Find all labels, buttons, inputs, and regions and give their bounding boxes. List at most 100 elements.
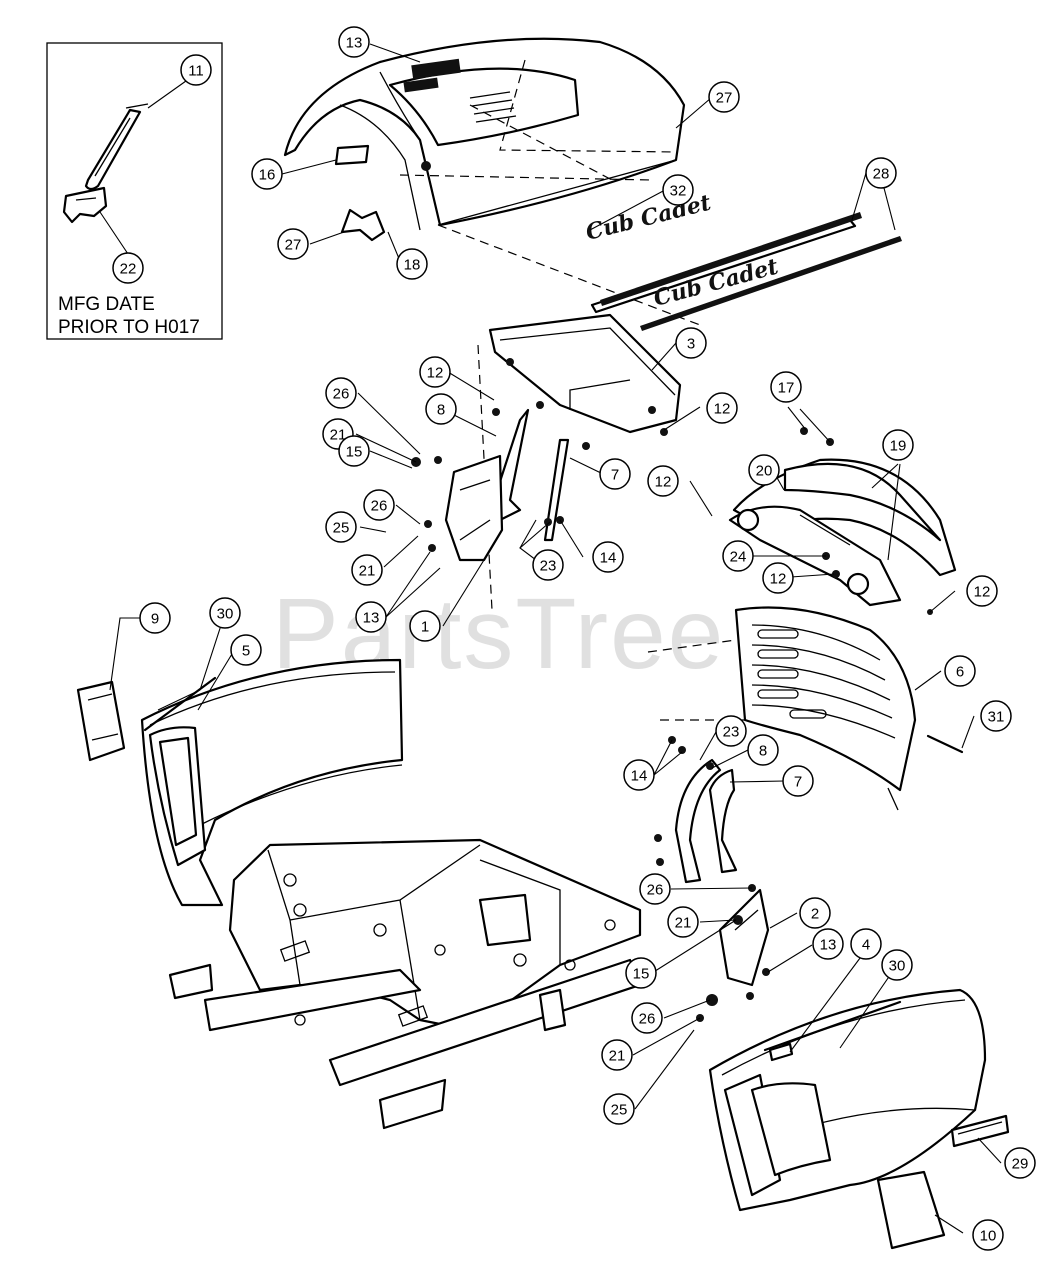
hood-vents — [403, 58, 517, 123]
callout-c7a: 7 — [599, 458, 631, 490]
callout-c8a: 8 — [425, 393, 457, 425]
callout-circle — [325, 377, 357, 409]
callout-circle — [631, 1002, 663, 1034]
callout-circle — [603, 1093, 635, 1125]
callout-c21b: 21 — [351, 554, 383, 586]
callout-c19: 19 — [882, 429, 914, 461]
callout-c6: 6 — [944, 655, 976, 687]
callout-label: 26 — [333, 386, 350, 403]
callout-circle — [782, 765, 814, 797]
callout-label: 24 — [730, 549, 747, 566]
callout-label: 7 — [611, 467, 619, 484]
callout-circle — [850, 928, 882, 960]
callout-c18: 18 — [396, 248, 428, 280]
callout-circle — [338, 435, 370, 467]
callout-circle — [409, 610, 441, 642]
callout-c27a: 27 — [708, 81, 740, 113]
callout-c23b: 23 — [715, 715, 747, 747]
callout-circle — [425, 393, 457, 425]
callout-circle — [625, 957, 657, 989]
callout-c22: 22 — [112, 252, 144, 284]
callout-label: 1 — [421, 619, 429, 636]
callout-c2: 2 — [799, 897, 831, 929]
callout-circle — [1004, 1147, 1036, 1179]
callout-c30a: 30 — [209, 597, 241, 629]
decal-28: Cub Cadet — [590, 212, 902, 331]
callout-c7b: 7 — [782, 765, 814, 797]
part-9 — [76, 680, 126, 762]
callout-label: 21 — [330, 427, 347, 444]
callout-circle — [972, 1219, 1004, 1251]
callout-label: 27 — [285, 237, 302, 254]
callout-label: 30 — [889, 958, 906, 975]
part-3-bracket — [477, 313, 682, 611]
right-side-panel — [708, 988, 987, 1212]
callout-label: 27 — [716, 90, 733, 107]
callout-label: 9 — [151, 611, 159, 628]
callout-label: 2 — [811, 906, 819, 923]
callout-circle — [112, 252, 144, 284]
callout-label: 26 — [639, 1011, 656, 1028]
callout-c31: 31 — [980, 700, 1012, 732]
left-bracket-assembly — [411, 358, 668, 562]
callout-circle — [708, 81, 740, 113]
inset-line-1: MFG DATE — [58, 294, 155, 315]
callout-c14a: 14 — [592, 541, 624, 573]
callout-label: 31 — [988, 709, 1005, 726]
callout-circle — [419, 356, 451, 388]
callout-label: 18 — [404, 257, 421, 274]
callout-label: 15 — [633, 966, 650, 983]
callout-circle — [355, 601, 387, 633]
callout-label: 29 — [1012, 1156, 1029, 1173]
decal-32: Cub Cadet — [583, 190, 713, 246]
callout-c9: 9 — [139, 602, 171, 634]
callout-label: 25 — [333, 520, 350, 537]
callout-label: 16 — [259, 167, 276, 184]
callout-c27b: 27 — [277, 228, 309, 260]
callout-circle — [966, 575, 998, 607]
callout-label: 8 — [437, 402, 445, 419]
callout-circle — [762, 562, 794, 594]
callout-label: 21 — [359, 563, 376, 580]
callout-c14b: 14 — [623, 759, 655, 791]
callout-circle — [747, 734, 779, 766]
callout-circle — [599, 458, 631, 490]
callout-label: 32 — [670, 183, 687, 200]
callout-label: 8 — [759, 743, 767, 760]
callout-circle — [396, 248, 428, 280]
callout-circle — [592, 541, 624, 573]
callout-c3: 3 — [675, 327, 707, 359]
callout-label: 7 — [794, 774, 802, 791]
callout-c17: 17 — [770, 371, 802, 403]
callout-label: 13 — [346, 35, 363, 52]
callout-circle — [601, 1039, 633, 1071]
callout-c11: 11 — [180, 54, 212, 86]
inset-line-2: PRIOR TO H017 — [58, 317, 200, 338]
callout-circle — [799, 897, 831, 929]
callout-circle — [865, 157, 897, 189]
frame-chassis — [168, 838, 642, 1130]
callout-circle — [639, 873, 671, 905]
inset-box: MFG DATE PRIOR TO H017 — [46, 42, 223, 340]
callout-label: 22 — [120, 261, 137, 278]
callout-c32: 32 — [662, 174, 694, 206]
callout-c15b: 15 — [625, 957, 657, 989]
callout-label: 23 — [723, 724, 740, 741]
callout-circle — [623, 759, 655, 791]
callout-circle — [882, 429, 914, 461]
callout-c21d: 21 — [601, 1039, 633, 1071]
callout-circle — [180, 54, 212, 86]
callout-c16: 16 — [251, 158, 283, 190]
callout-circle — [944, 655, 976, 687]
callout-label: 13 — [363, 610, 380, 627]
callout-label: 26 — [371, 498, 388, 515]
callout-label: 28 — [873, 166, 890, 183]
callout-c21c: 21 — [667, 906, 699, 938]
callout-circle — [209, 597, 241, 629]
part-31 — [926, 734, 964, 754]
callout-circle — [881, 949, 913, 981]
callout-label: 10 — [980, 1228, 997, 1245]
callout-label: 6 — [956, 664, 964, 681]
